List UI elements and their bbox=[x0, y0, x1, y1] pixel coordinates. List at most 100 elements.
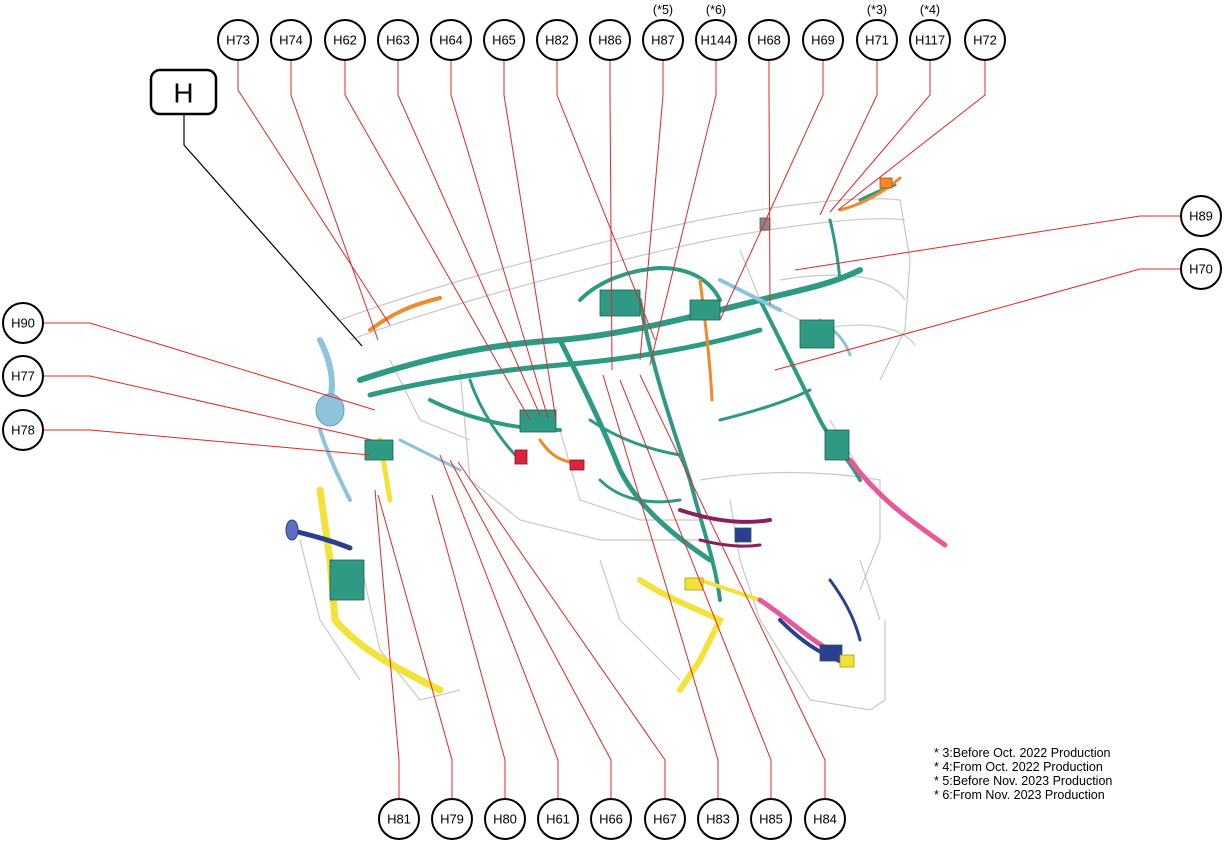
callout-circle bbox=[644, 798, 686, 840]
callout-circle bbox=[2, 409, 44, 451]
callout-h80: H80 bbox=[484, 798, 526, 840]
callout-label: H82 bbox=[545, 33, 569, 48]
callout-circle bbox=[856, 19, 898, 61]
callout-h70: H70 bbox=[1180, 248, 1222, 290]
footnote-item: * 5:Before Nov. 2023 Production bbox=[934, 774, 1113, 788]
callout-circle bbox=[2, 302, 44, 344]
callout-h89: H89 bbox=[1180, 195, 1222, 237]
callout-circle bbox=[802, 19, 844, 61]
callout-label: H66 bbox=[599, 812, 623, 827]
callout-circle bbox=[695, 19, 737, 61]
callout-circle bbox=[378, 798, 420, 840]
callout-circle bbox=[2, 355, 44, 397]
callout-circle bbox=[964, 19, 1006, 61]
callout-label: H78 bbox=[11, 423, 35, 438]
footnote-item: * 6:From Nov. 2023 Production bbox=[934, 788, 1105, 802]
callout-label: H74 bbox=[279, 33, 303, 48]
callout-h62: H62 bbox=[324, 19, 366, 61]
callout-h78: H78 bbox=[2, 409, 44, 451]
callout-circle bbox=[804, 798, 846, 840]
callout-h71: H71 (*3) bbox=[856, 3, 898, 61]
callouts-bottom: H81 H79 H80 H61 H66 H67 H83 H85 H84 bbox=[378, 798, 846, 840]
callout-note: (*5) bbox=[653, 3, 673, 17]
callout-label: H84 bbox=[813, 812, 837, 827]
callout-label: H117 bbox=[915, 33, 945, 48]
callout-circle bbox=[1180, 195, 1222, 237]
callout-h83: H83 bbox=[697, 798, 739, 840]
callout-h69: H69 bbox=[802, 19, 844, 61]
callout-label: H83 bbox=[706, 812, 730, 827]
callout-h74: H74 bbox=[270, 19, 312, 61]
harness-purple bbox=[678, 508, 772, 548]
callout-label: H68 bbox=[757, 33, 781, 48]
callout-h79: H79 bbox=[431, 798, 473, 840]
leader-lines bbox=[43, 60, 1181, 799]
callout-circle bbox=[217, 19, 259, 61]
callout-label: H67 bbox=[653, 812, 677, 827]
callout-label: H144 bbox=[700, 33, 731, 48]
callout-note: (*3) bbox=[867, 3, 887, 17]
callout-h65: H65 bbox=[483, 19, 525, 61]
callout-h77: H77 bbox=[2, 355, 44, 397]
callout-h86: H86 bbox=[589, 19, 631, 61]
callout-note: (*6) bbox=[706, 3, 726, 17]
callout-h84: H84 bbox=[804, 798, 846, 840]
callout-h87: H87 (*5) bbox=[642, 3, 684, 61]
callout-label: H72 bbox=[973, 33, 997, 48]
callout-note: (*4) bbox=[920, 3, 940, 17]
callout-circle bbox=[431, 798, 473, 840]
callout-label: H69 bbox=[811, 33, 835, 48]
callout-label: H62 bbox=[333, 33, 357, 48]
group-label-leader bbox=[183, 114, 363, 347]
callout-h82: H82 bbox=[536, 19, 578, 61]
harness-orange bbox=[368, 176, 902, 464]
callouts-top: H73 H74 H62 H63 H64 H65 H82 H86 H87 (*5) H144 (*6) H… bbox=[217, 3, 1006, 61]
callout-label: H90 bbox=[11, 316, 35, 331]
callout-label: H80 bbox=[493, 812, 517, 827]
callout-circle bbox=[642, 19, 684, 61]
callout-circle bbox=[377, 19, 419, 61]
callout-circle bbox=[697, 798, 739, 840]
callout-label: H81 bbox=[387, 812, 411, 827]
callout-label: H63 bbox=[386, 33, 410, 48]
callout-circle bbox=[750, 798, 792, 840]
callout-label: H89 bbox=[1189, 209, 1213, 224]
callout-h85: H85 bbox=[750, 798, 792, 840]
callout-h73: H73 bbox=[217, 19, 259, 61]
callout-h67: H67 bbox=[644, 798, 686, 840]
callout-label: H79 bbox=[440, 812, 464, 827]
callout-circle bbox=[909, 19, 951, 61]
callout-h117: H117 (*4) bbox=[909, 3, 951, 61]
callout-label: H71 bbox=[865, 33, 889, 48]
harness-yellow bbox=[316, 437, 762, 694]
callout-circle bbox=[590, 798, 632, 840]
footnote-item: * 4:From Oct. 2022 Production bbox=[934, 760, 1103, 774]
callout-h90: H90 bbox=[2, 302, 44, 344]
main-harness-teal bbox=[357, 183, 897, 602]
group-label-box: H bbox=[149, 68, 218, 116]
callout-h68: H68 bbox=[748, 19, 790, 61]
connector-blocks bbox=[329, 177, 893, 668]
footnote-item: * 3:Before Oct. 2022 Production bbox=[934, 746, 1111, 760]
callout-circle bbox=[589, 19, 631, 61]
callout-circle bbox=[430, 19, 472, 61]
callout-label: H87 bbox=[651, 33, 675, 48]
callout-label: H77 bbox=[11, 369, 35, 384]
callout-label: H85 bbox=[759, 812, 783, 827]
callout-circle bbox=[270, 19, 312, 61]
footnote-list: * 3:Before Oct. 2022 Production * 4:From… bbox=[934, 746, 1112, 802]
callout-h81: H81 bbox=[378, 798, 420, 840]
callout-h61: H61 bbox=[537, 798, 579, 840]
callout-label: H65 bbox=[492, 33, 516, 48]
callout-label: H64 bbox=[439, 33, 463, 48]
callout-circle bbox=[483, 19, 525, 61]
callout-label: H70 bbox=[1189, 262, 1213, 277]
callout-label: H73 bbox=[226, 33, 250, 48]
group-label-text: H bbox=[173, 78, 193, 109]
callout-circle bbox=[324, 19, 366, 61]
callout-label: H61 bbox=[546, 812, 570, 827]
callout-label: H86 bbox=[598, 33, 622, 48]
